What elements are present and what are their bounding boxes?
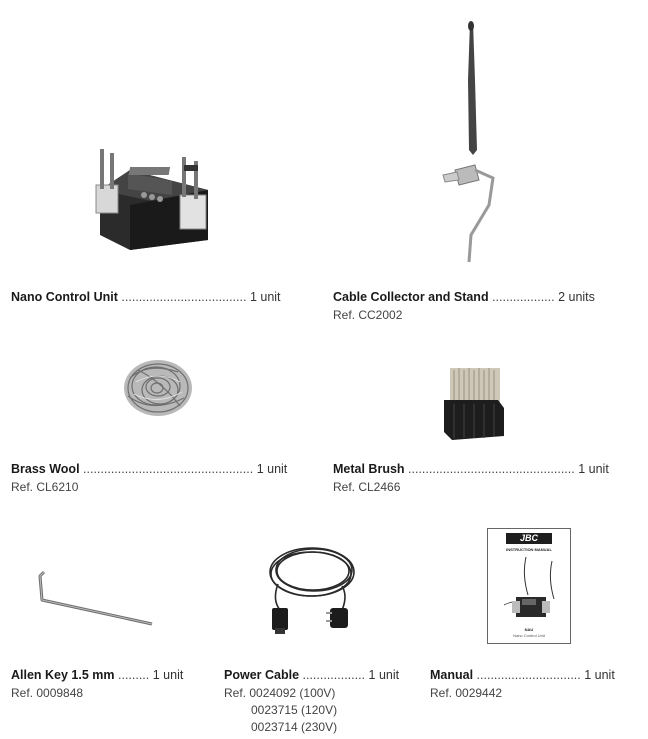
item-name: Allen Key 1.5 mm [11,668,115,682]
leader-dots: ........................................… [408,462,575,476]
item-cable-collector: Cable Collector and Stand ..............… [333,289,595,306]
item-name: Nano Control Unit [11,290,118,304]
metal-brush-image [444,368,504,440]
item-quantity: 2 units [558,290,595,304]
manual-product-illustration [503,556,555,617]
item-quantity: 1 unit [249,290,281,304]
item-quantity: 1 unit [584,668,615,682]
manual-cover-image: JBC INSTRUCTION MANUAL NAU Nano Control … [487,528,571,644]
item-ref: Ref. 0024092 (100V) [224,686,336,700]
item-quantity: 1 unit [256,462,288,476]
manual-subtitle: Nano Control Unit [513,633,545,638]
leader-dots: .................. [492,290,555,304]
jbc-logo: JBC [506,533,552,544]
item-ref: Ref. 0009848 [11,686,84,700]
item-quantity: 1 unit [152,668,184,682]
item-brass-wool: Brass Wool .............................… [11,461,287,478]
item-ref: Ref. CL2466 [333,480,401,494]
leader-dots: .............................. [476,668,581,682]
allen-key-image [38,570,153,626]
item-ref: Ref. CL6210 [11,480,79,494]
item-ref: Ref. CC2002 [333,308,403,322]
item-name: Power Cable [224,668,300,682]
item-ref-120v: 0023715 (120V) [251,703,338,717]
item-nano-control-unit: Nano Control Unit ......................… [11,289,281,306]
item-quantity: 1 unit [578,462,609,476]
manual-model: NAU [524,627,534,632]
item-quantity: 1 unit [368,668,400,682]
leader-dots: ........................................… [83,462,254,476]
leader-dots: ......... [118,668,150,682]
item-metal-brush: Metal Brush ............................… [333,461,609,478]
leader-dots: .................. [302,668,366,682]
item-ref: Ref. 0029442 [430,686,503,700]
item-manual: Manual .............................. 1 … [430,667,615,684]
cable-collector-stand-image [442,21,495,263]
nano-control-unit-image [95,149,208,250]
item-name: Metal Brush [333,462,405,476]
item-power-cable: Power Cable .................. 1 unit [224,667,399,684]
item-name: Manual [430,668,474,682]
manual-heading: INSTRUCTION MANUAL [506,547,552,552]
leader-dots: .................................... [121,290,247,304]
item-name: Brass Wool [11,462,80,476]
item-name: Cable Collector and Stand [333,290,489,304]
item-allen-key: Allen Key 1.5 mm ......... 1 unit [11,667,183,684]
brass-wool-image [124,360,192,416]
power-cable-image [269,547,355,634]
item-ref-230v: 0023714 (230V) [251,720,338,734]
